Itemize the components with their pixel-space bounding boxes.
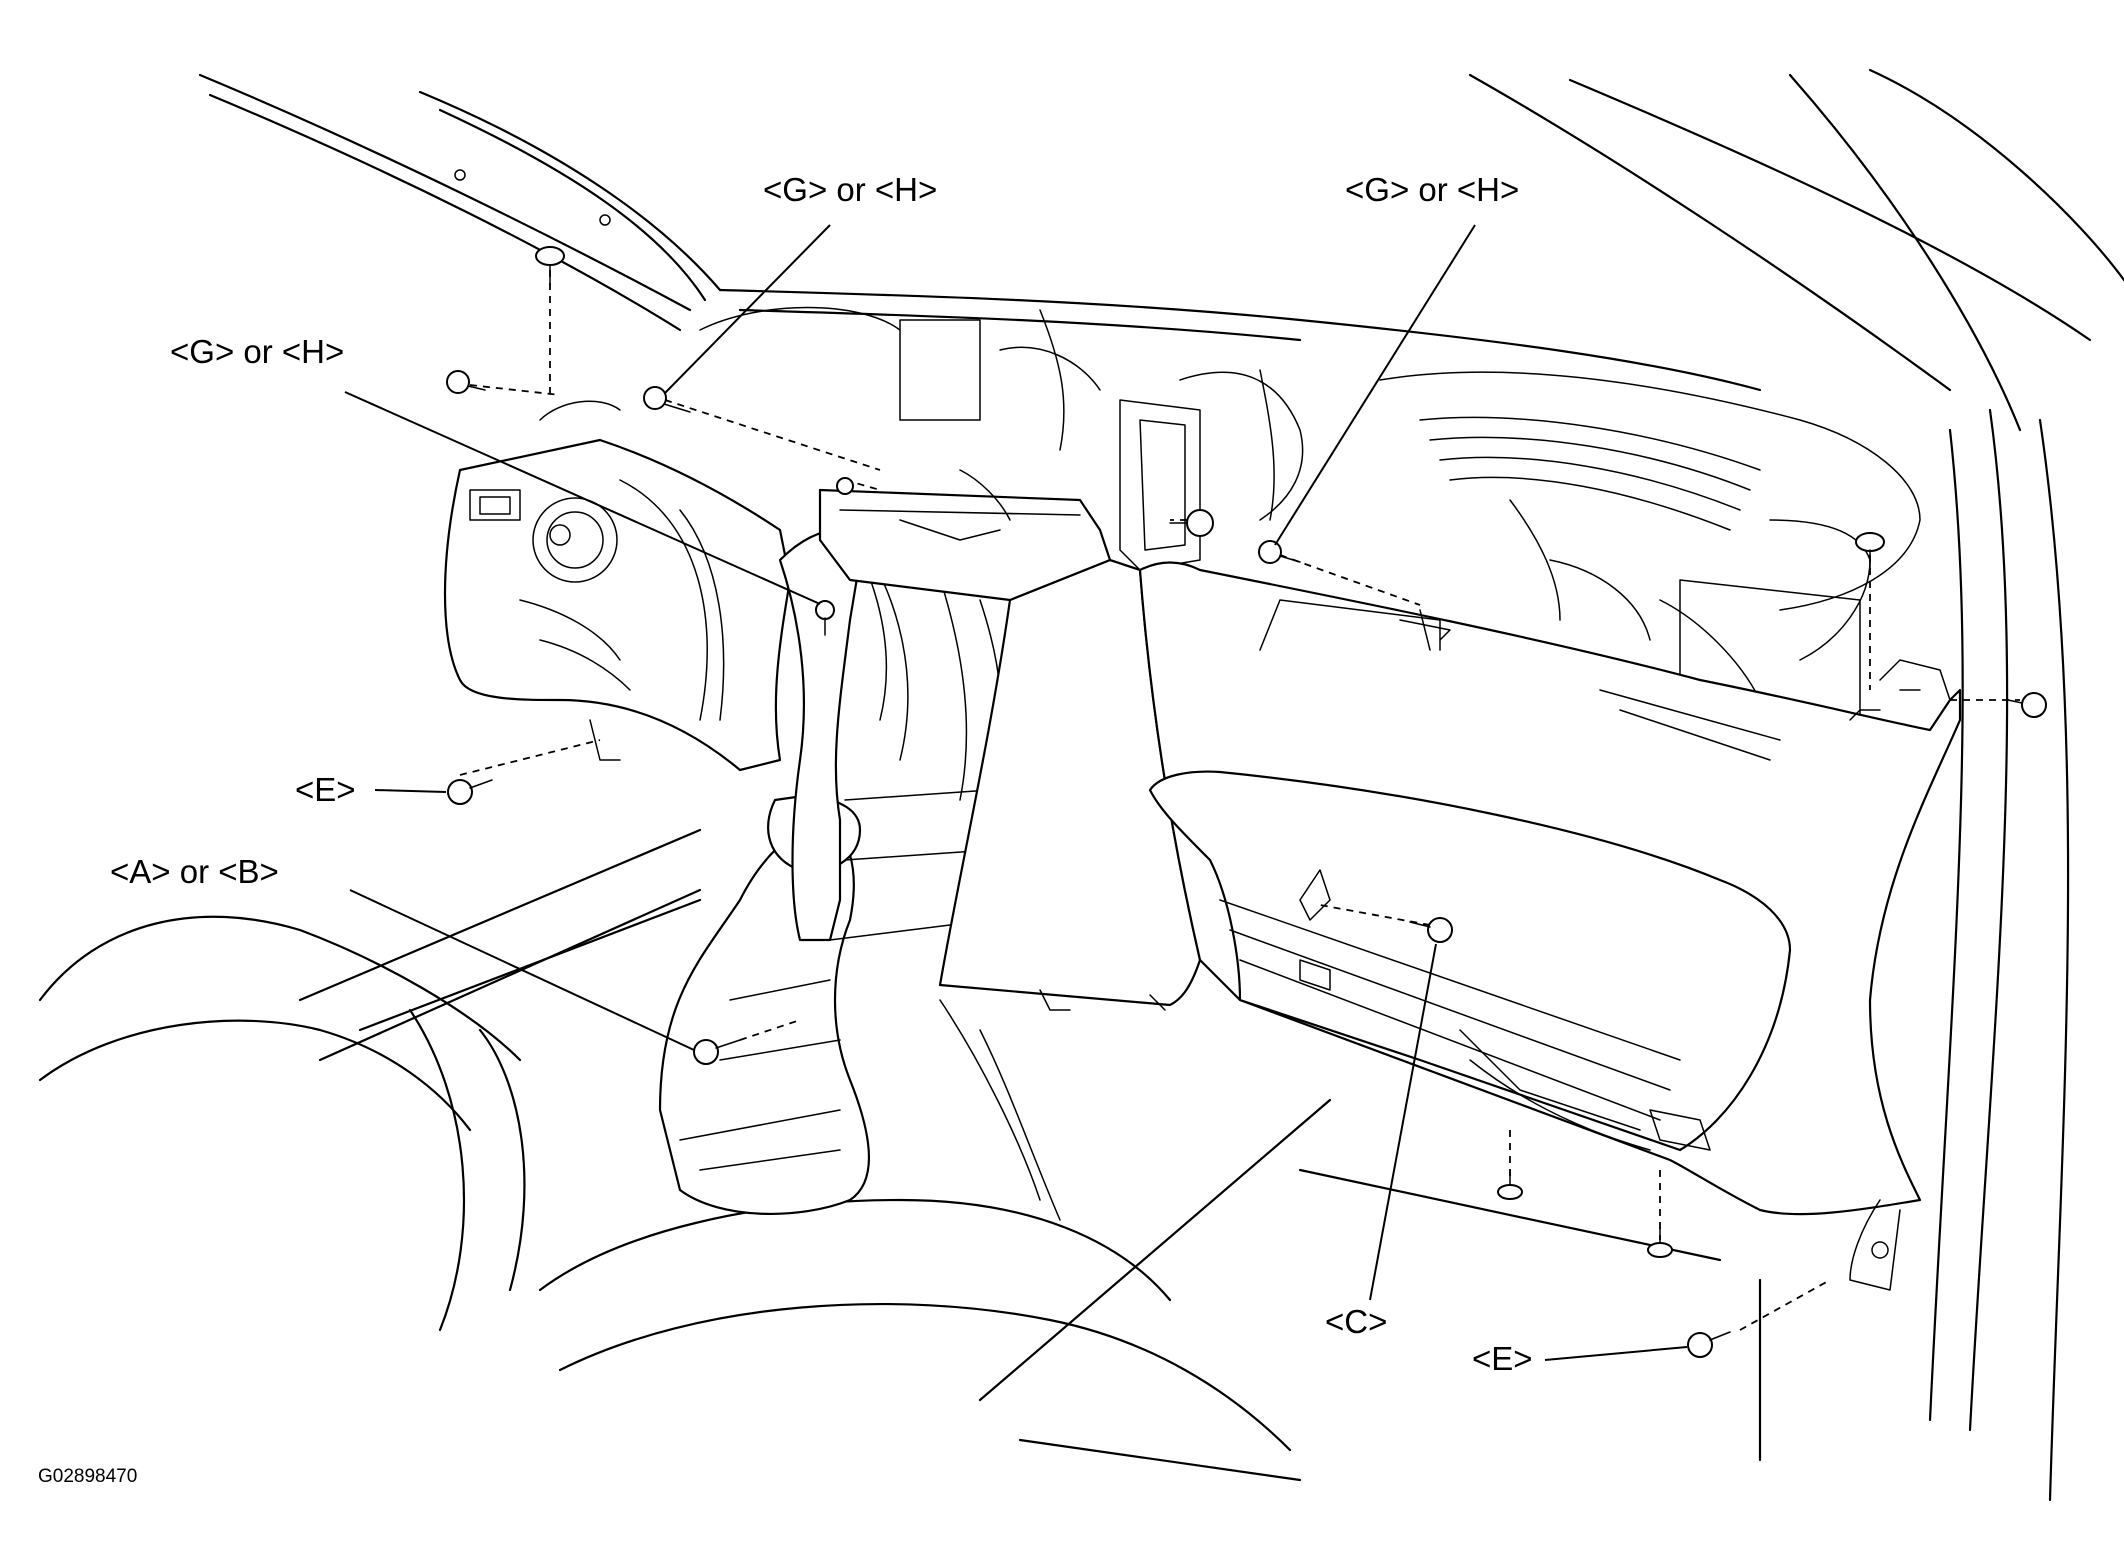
callout-c: <C> <box>1325 1303 1388 1340</box>
clip-icon <box>535 246 565 286</box>
bolt-icon <box>1409 917 1453 943</box>
screw-icon <box>1258 540 1301 564</box>
bolt-icon <box>693 1039 741 1065</box>
callout-g-or-h-top-center: <G> or <H> <box>763 171 938 208</box>
figure-code: G02898470 <box>38 1466 138 1487</box>
clip-icon <box>446 370 486 394</box>
leader-lines <box>344 224 1688 1361</box>
callout-e-right: <E> <box>1472 1340 1533 1377</box>
bolt-icon <box>1687 1331 1731 1358</box>
lower-right-panel <box>1108 558 1962 1291</box>
screw-icon <box>836 477 854 495</box>
bolt-icon <box>447 779 493 805</box>
screw-icon <box>815 600 835 636</box>
callout-a-or-b: <A> or <B> <box>110 853 279 890</box>
fasteners <box>446 246 2047 1358</box>
callout-e-left: <E> <box>295 771 356 808</box>
dash-bracket <box>818 399 1201 602</box>
left-finish-panel <box>443 400 792 772</box>
callout-g-or-h-left: <G> or <H> <box>170 333 345 370</box>
clip-icon <box>1169 509 1214 537</box>
callout-g-or-h-top-right: <G> or <H> <box>1345 171 1520 208</box>
clip-icon <box>1855 532 1885 571</box>
clip-icon <box>1497 1169 1523 1200</box>
body-outline <box>198 68 2124 1502</box>
clip-icon <box>1647 1227 1673 1258</box>
clip-icon <box>2007 692 2047 718</box>
screw-icon <box>643 386 691 413</box>
